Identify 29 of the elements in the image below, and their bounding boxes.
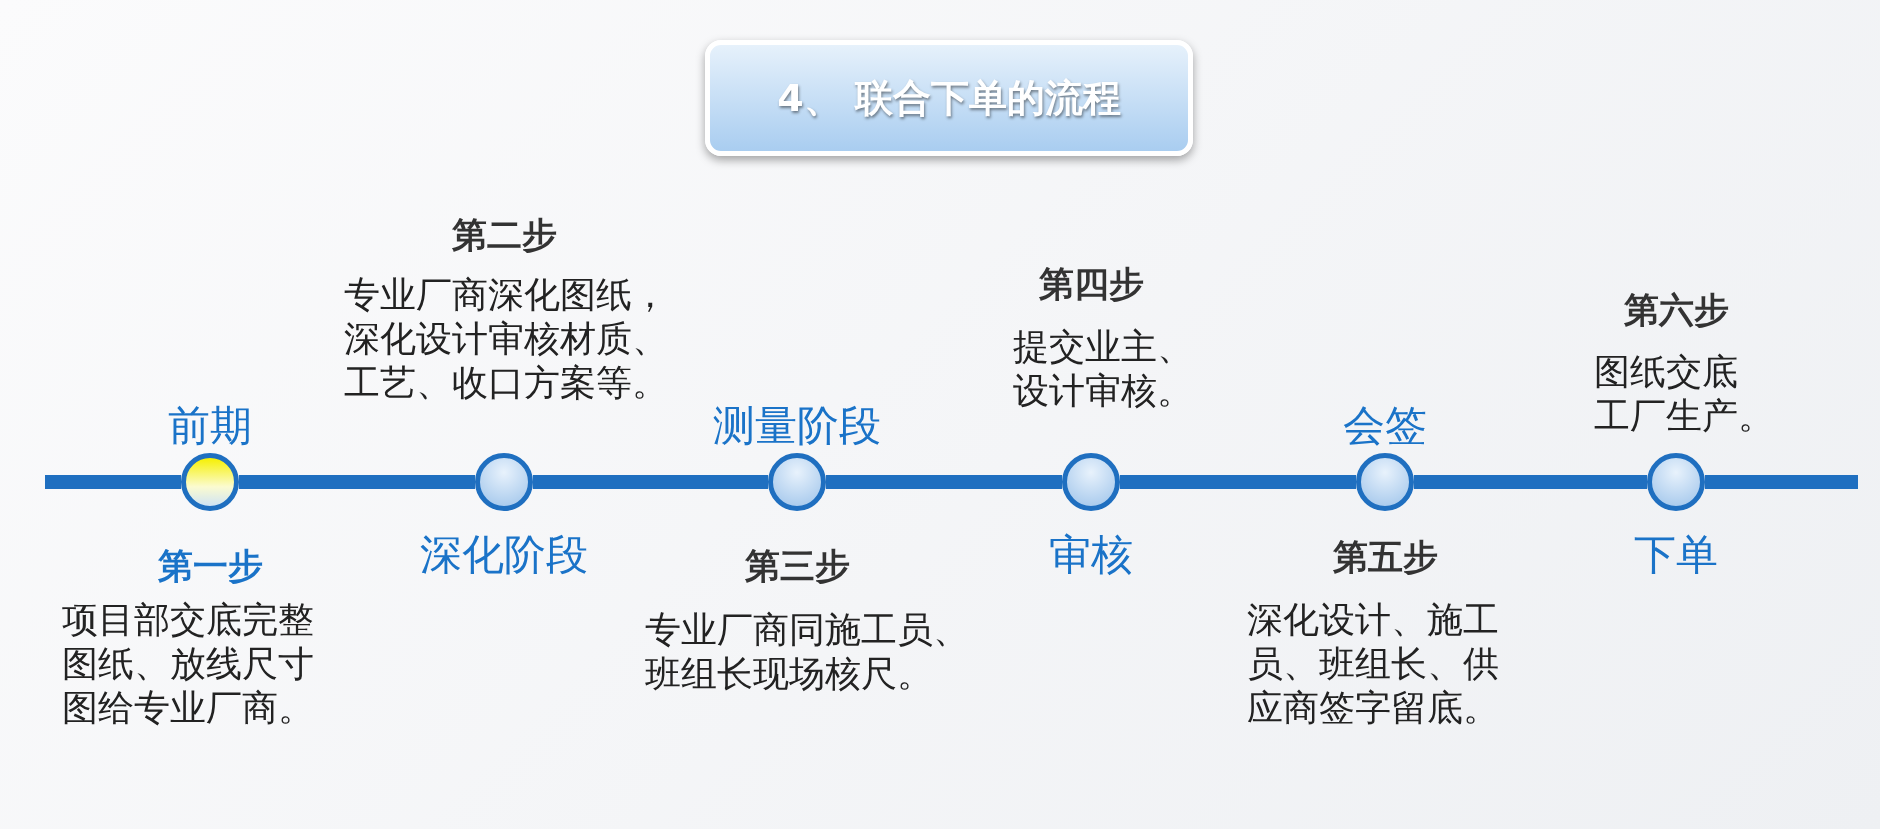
step-description: 项目部交底完整图纸、放线尺寸图给专业厂商。 — [62, 598, 315, 730]
stage-label: 前期 — [168, 400, 252, 452]
step-heading: 第五步 — [1332, 536, 1438, 579]
timeline-circle — [768, 453, 826, 511]
step-heading: 第二步 — [451, 214, 557, 257]
timeline-line — [239, 475, 475, 489]
stage-label: 深化阶段 — [420, 529, 588, 581]
step-description: 专业厂商深化图纸，深化设计审核材质、工艺、收口方案等。 — [344, 273, 669, 405]
timeline-line — [1120, 475, 1356, 489]
timeline-circle — [1356, 453, 1414, 511]
step-description: 专业厂商同施工员、班组长现场核尺。 — [645, 608, 970, 696]
step-heading: 第四步 — [1038, 263, 1144, 306]
timeline-circle — [475, 453, 533, 511]
step-description: 提交业主、设计审核。 — [1013, 325, 1194, 413]
timeline-line — [533, 475, 768, 489]
timeline-circle — [1062, 453, 1120, 511]
step-heading: 第一步 — [157, 545, 263, 588]
step-heading: 第六步 — [1623, 289, 1729, 332]
timeline-circle — [181, 453, 239, 511]
stage-label: 下单 — [1634, 529, 1718, 581]
stage-label: 会签 — [1343, 400, 1427, 452]
stage-label: 审核 — [1049, 529, 1133, 581]
step-description: 深化设计、施工员、班组长、供应商签字留底。 — [1247, 598, 1500, 730]
timeline-line — [1414, 475, 1647, 489]
step-heading: 第三步 — [744, 545, 850, 588]
stage-label: 测量阶段 — [713, 400, 881, 452]
title-banner: 4、 联合下单的流程 — [705, 40, 1193, 156]
timeline-line — [826, 475, 1062, 489]
timeline-circle — [1647, 453, 1705, 511]
